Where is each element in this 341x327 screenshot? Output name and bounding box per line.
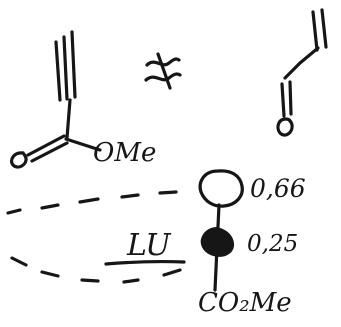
large-lobe-coefficient: 0,66 xyxy=(250,174,306,203)
small-orbital-lobe xyxy=(200,226,235,257)
right-carbonyl-double-bond xyxy=(280,80,293,118)
right-alkyne-bond xyxy=(311,8,328,52)
right-carbonyl-oxygen xyxy=(276,117,294,137)
alkyne-to-carbonyl-bond xyxy=(65,98,72,140)
orbital-label: LU xyxy=(126,228,172,263)
ome-substituent-label: OMe xyxy=(93,138,156,168)
carbonyl-double-bond xyxy=(26,134,69,163)
right-chain-bond xyxy=(283,46,320,80)
co2me-substituent-label: CO₂Me xyxy=(198,288,292,318)
small-lobe-coefficient: 0,25 xyxy=(247,231,298,257)
approx-equal-symbol xyxy=(144,52,182,90)
carbonyl-carbon-to-ome-bond xyxy=(64,137,102,152)
carbonyl-oxygen-atom xyxy=(10,151,28,169)
large-orbital-lobe xyxy=(198,169,244,208)
alkyne-triple-bond xyxy=(54,30,77,102)
orbital-interaction-dashes xyxy=(6,190,182,284)
orbital-label-underline xyxy=(104,260,186,266)
